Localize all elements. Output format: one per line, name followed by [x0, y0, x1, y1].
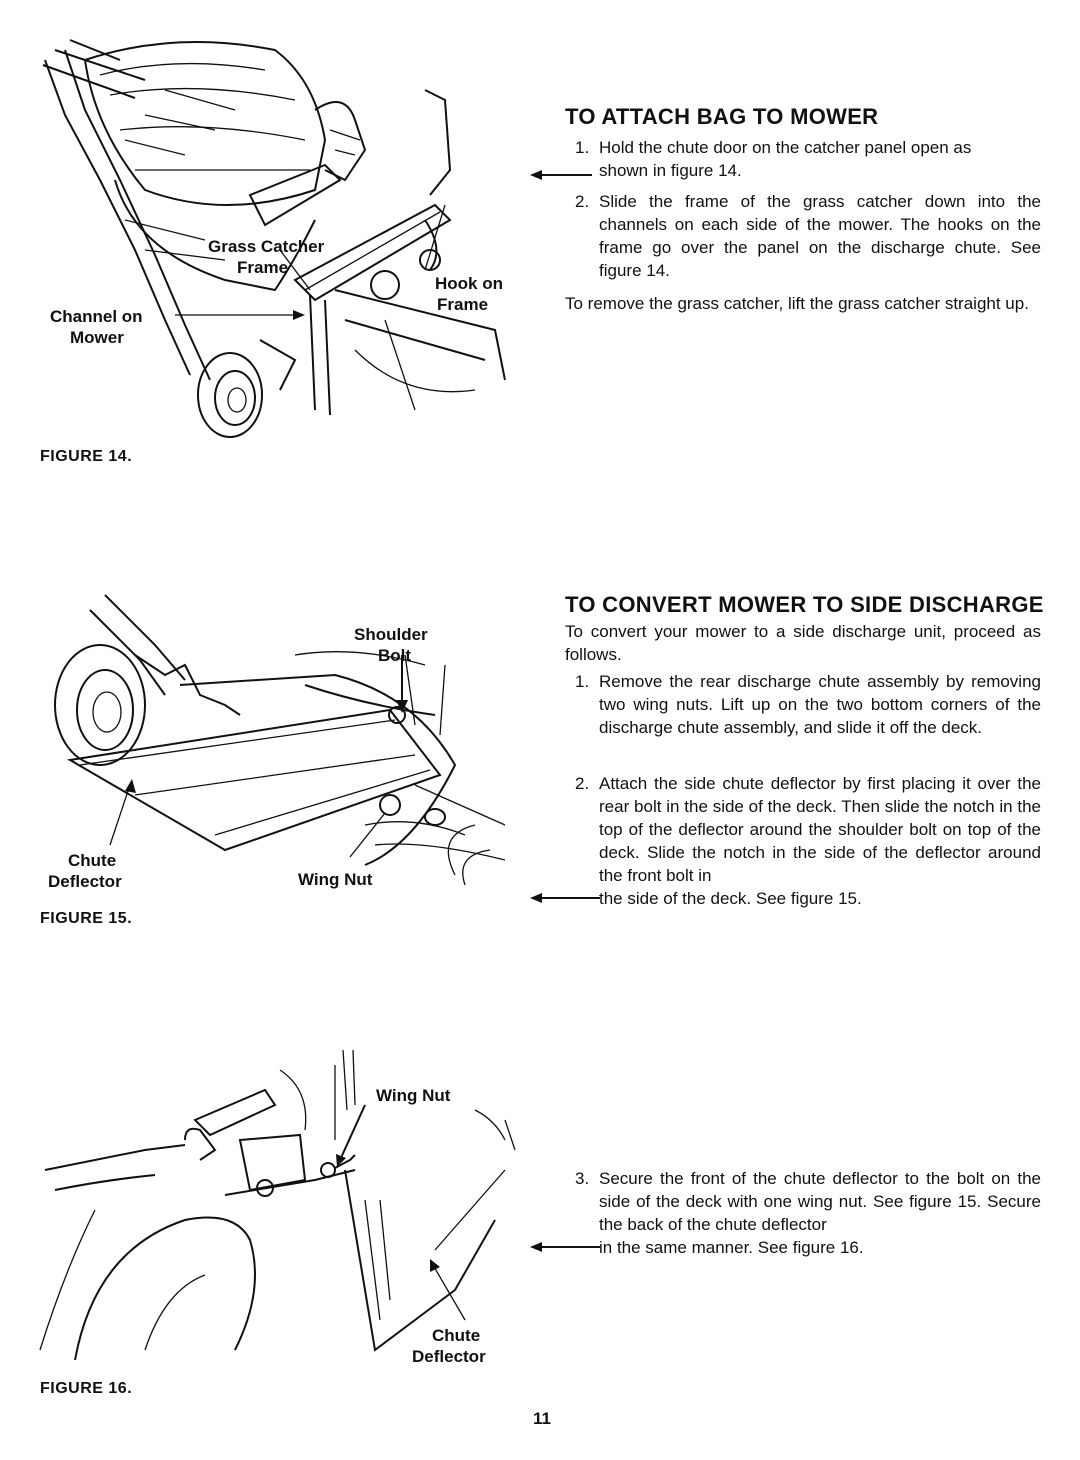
step-text-line2: shown in figure 14. — [599, 161, 742, 180]
step-number: 3. — [575, 1169, 590, 1188]
step-text: Secure the front of the chute deflector … — [599, 1169, 1041, 1234]
label-hook-frame: Frame — [437, 295, 489, 314]
figure-15-illustration — [54, 594, 506, 886]
figure-16-illustration — [39, 1049, 516, 1361]
step-number: 1. — [575, 672, 590, 691]
page-number: 11 — [533, 1409, 551, 1428]
figure-15-caption: FIGURE 15. — [40, 910, 133, 927]
label-fig16-deflector: Deflector — [412, 1347, 486, 1366]
remove-catcher-paragraph: To remove the grass catcher, lift the gr… — [565, 294, 1029, 313]
label-shoulder: Shoulder — [354, 625, 428, 644]
step-text-last: the side of the deck. See figure 15. — [599, 889, 862, 908]
label-channel-on: Channel on — [50, 307, 143, 326]
figure-14-caption: FIGURE 14. — [40, 448, 133, 465]
step-number: 2. — [575, 192, 590, 211]
label-grass-catcher-frame: Frame — [237, 258, 289, 277]
step-number: 2. — [575, 774, 590, 793]
step-text-line1: Hold the chute door on the catcher panel… — [599, 138, 972, 157]
heading-side-discharge: To Convert Mower To Side Discharge — [565, 592, 1044, 617]
side-discharge-intro: To convert your mower to a side discharg… — [565, 622, 1041, 664]
label-bolt: Bolt — [378, 646, 412, 665]
step-text: Attach the side chute deflector by first… — [599, 774, 1041, 885]
step-number: 1. — [575, 138, 590, 157]
step-text: Remove the rear discharge chute assembly… — [599, 672, 1041, 737]
step-text: Slide the frame of the grass catcher dow… — [599, 192, 1041, 280]
label-chute: Chute — [68, 851, 117, 870]
label-wing-nut: Wing Nut — [298, 870, 373, 889]
label-fig16-chute: Chute — [432, 1326, 481, 1345]
heading-attach-bag: To Attach Bag To Mower — [565, 104, 879, 129]
label-deflector: Deflector — [48, 872, 122, 891]
label-channel-mower: Mower — [70, 328, 124, 347]
step-text-last: in the same manner. See figure 16. — [599, 1238, 864, 1257]
label-grass-catcher: Grass Catcher — [208, 237, 325, 256]
pointer-arrow-3 — [530, 1242, 600, 1252]
label-hook-on: Hook on — [435, 274, 503, 293]
pointer-arrow-1 — [530, 170, 592, 180]
figure-16-caption: FIGURE 16. — [40, 1380, 133, 1397]
pointer-arrow-2 — [530, 893, 600, 903]
figure-14-illustration — [42, 39, 506, 438]
label-fig16-wing-nut: Wing Nut — [376, 1086, 451, 1105]
